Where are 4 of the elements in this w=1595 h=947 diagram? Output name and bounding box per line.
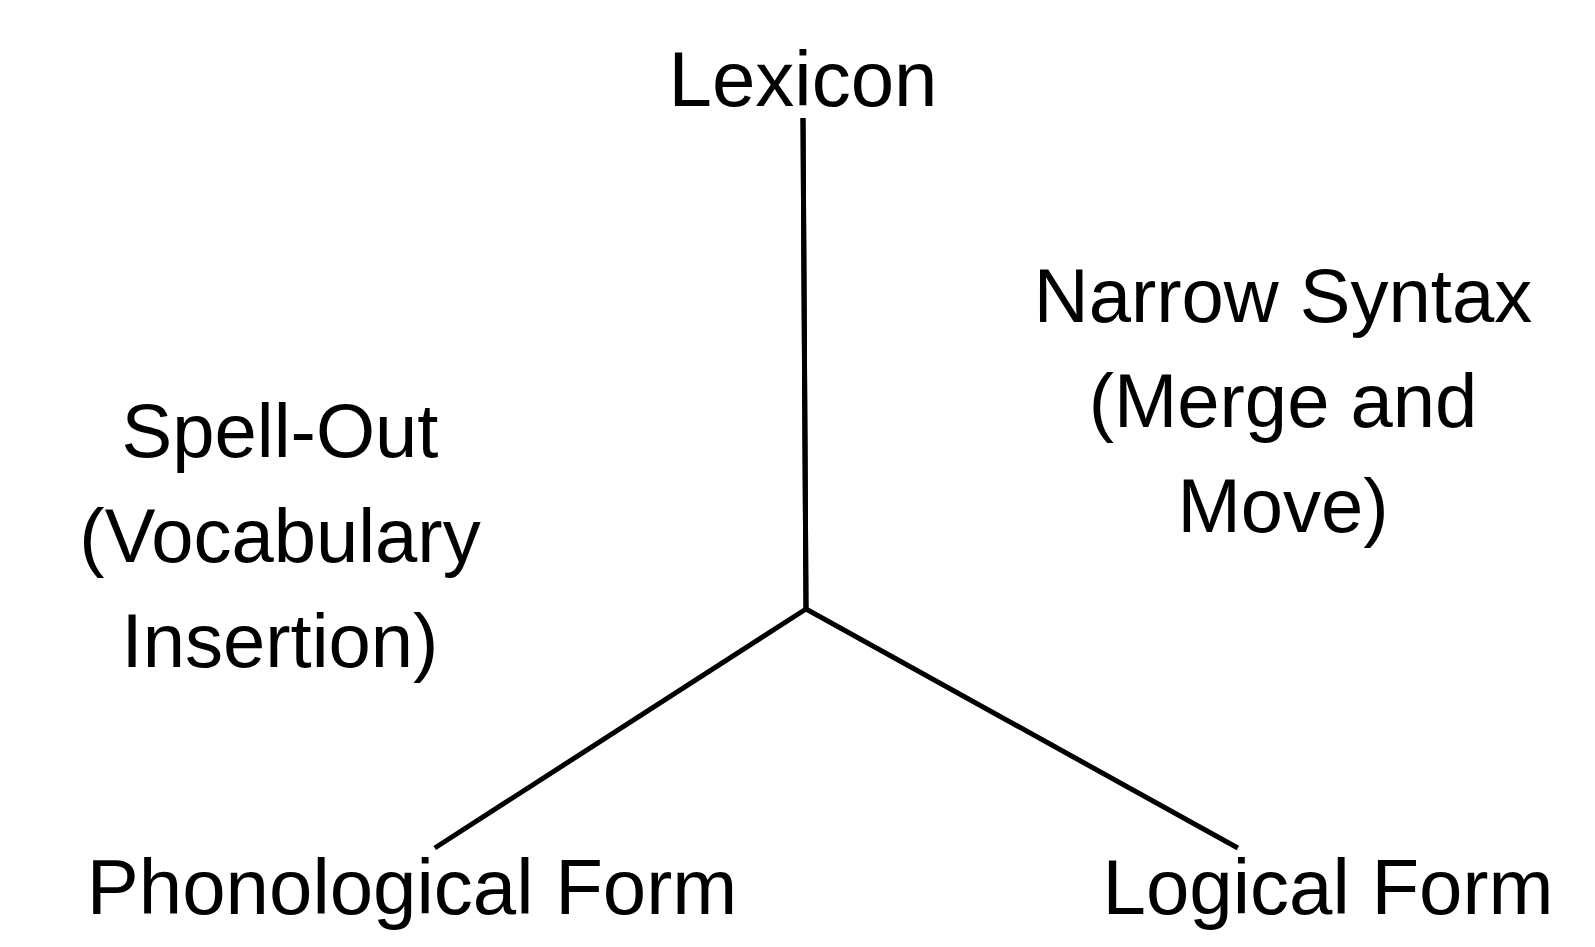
annotation-text: Narrow Syntax (Merge and Move)	[1032, 252, 1534, 550]
node-label: Lexicon	[668, 40, 938, 118]
annotation-text: Spell-Out (Vocabulary Insertion)	[78, 387, 482, 685]
connector-line	[800, 118, 1240, 851]
